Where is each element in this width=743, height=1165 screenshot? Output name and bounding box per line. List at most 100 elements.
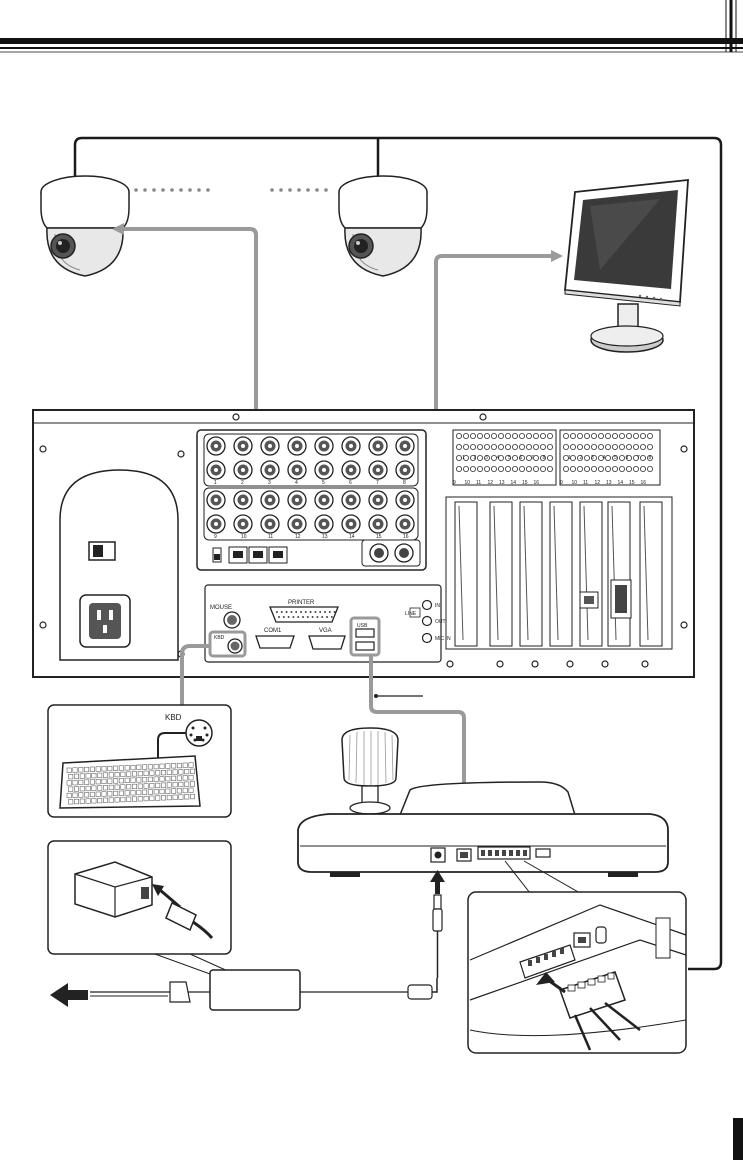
- alarm-terminal: [469, 443, 476, 450]
- video-input-number: 1: [214, 480, 217, 486]
- alarm-terminal: [577, 454, 584, 461]
- alarm-terminal: [563, 432, 570, 439]
- bnc-connector-icon: [314, 436, 334, 456]
- alarm-number: 15: [522, 480, 528, 486]
- alarm-terminal: [512, 432, 519, 439]
- alarm-terminal: [577, 432, 584, 439]
- alarm-terminal: [476, 454, 483, 461]
- alarm-terminal: [526, 432, 533, 439]
- header-rule: [0, 0, 743, 53]
- bnc-connector-icon: [341, 514, 361, 534]
- pci-slot: [519, 501, 543, 647]
- alarm-terminal: [633, 443, 640, 450]
- usb-port-icon: [355, 641, 375, 651]
- terminal-block-inset: [467, 891, 687, 1054]
- cable-arrowheads: [112, 223, 563, 262]
- usb-cable: [369, 654, 466, 846]
- rs485-cable: [73, 136, 723, 971]
- alarm-number: 1: [462, 455, 465, 461]
- lcd-monitor-icon: [564, 178, 689, 353]
- alarm-terminal: [497, 443, 504, 450]
- alarm-terminal: [455, 454, 462, 461]
- pci-slot: [454, 501, 478, 647]
- alarm-terminal: [577, 443, 584, 450]
- alarm-terminal: [512, 465, 519, 472]
- alarm-terminal: [519, 432, 526, 439]
- bnc-connector-icon: [287, 490, 307, 510]
- alarm-terminal: [598, 443, 605, 450]
- alarm-terminal: [577, 465, 584, 472]
- alarm-terminal: [598, 465, 605, 472]
- bnc-connector-icon: [233, 436, 253, 456]
- bnc-connector-icon: [287, 460, 307, 480]
- alarm-terminal: [540, 465, 547, 472]
- alarm-number: 2: [474, 455, 477, 461]
- ps2-connector-icon: [185, 719, 213, 747]
- arrow-left-icon: [50, 983, 88, 1007]
- alarm-number: 9: [560, 480, 563, 486]
- line-label: LINE: [405, 611, 417, 617]
- alarm-terminal: [598, 454, 605, 461]
- alarm-terminal: [462, 432, 469, 439]
- alarm-number: 6: [626, 455, 629, 461]
- alarm-terminal: [540, 454, 547, 461]
- ac-adapter-body: [90, 969, 438, 1011]
- alarm-terminal: [591, 432, 598, 439]
- mic-in-label: MIC IN: [435, 636, 451, 642]
- alarm-terminal: [640, 443, 647, 450]
- alarm-terminal: [640, 432, 647, 439]
- ptz-controller-icon: [297, 727, 669, 877]
- alarm-terminal: [626, 454, 633, 461]
- alarm-terminal: [455, 465, 462, 472]
- alarm-terminal: [584, 443, 591, 450]
- bnc-row: [206, 460, 415, 480]
- bnc-connector-icon: [206, 436, 226, 456]
- alarm-number: 3: [591, 455, 594, 461]
- alarm-terminal: [526, 454, 533, 461]
- video-input-number: 11: [268, 534, 273, 540]
- bnc-connector-icon: [395, 514, 415, 534]
- bnc-connector-icon: [206, 514, 226, 534]
- video-input-number: 16: [403, 534, 409, 540]
- alarm-terminal: [469, 454, 476, 461]
- alarm-terminal: [469, 465, 476, 472]
- bnc-connector-icon: [341, 490, 361, 510]
- alarm-terminal: [563, 454, 570, 461]
- alarm-terminal: [570, 465, 577, 472]
- alarm-terminal: [598, 432, 605, 439]
- alarm-number: 16: [534, 480, 540, 486]
- video-input-number: 8: [403, 480, 406, 486]
- power-plug-icon: [169, 981, 191, 1003]
- alarm-terminal: [570, 443, 577, 450]
- video-input-number: 9: [214, 534, 217, 540]
- bnc-connector-icon: [368, 514, 388, 534]
- alarm-terminal: [483, 432, 490, 439]
- alarm-number: 8: [649, 455, 652, 461]
- pci-slot: [579, 501, 603, 647]
- alarm-terminal: [619, 465, 626, 472]
- terminal-callout: [504, 860, 581, 894]
- alarm-terminal: [540, 432, 547, 439]
- video-input-number: 5: [322, 480, 325, 486]
- alarm-terminal: [584, 465, 591, 472]
- rs485-ports: [212, 546, 288, 564]
- video-input-number: 2: [241, 480, 244, 486]
- adapter-callout: [154, 953, 231, 975]
- alarm-terminal: [626, 443, 633, 450]
- com1-port-icon: [255, 635, 295, 649]
- bnc-connector-icon: [314, 490, 334, 510]
- alarm-terminal: [519, 454, 526, 461]
- alarm-number: 3: [485, 455, 488, 461]
- alarm-terminal: [497, 465, 504, 472]
- alarm-terminal: [563, 465, 570, 472]
- pci-slot: [607, 501, 631, 647]
- alarm-number: 1: [568, 455, 571, 461]
- alarm-terminal: [469, 432, 476, 439]
- alarm-terminal: [490, 465, 497, 472]
- dc-power-arrow: [430, 870, 445, 894]
- video-input-number: 6: [349, 480, 352, 486]
- alarm-terminal: [563, 443, 570, 450]
- bnc-connector-icon: [287, 436, 307, 456]
